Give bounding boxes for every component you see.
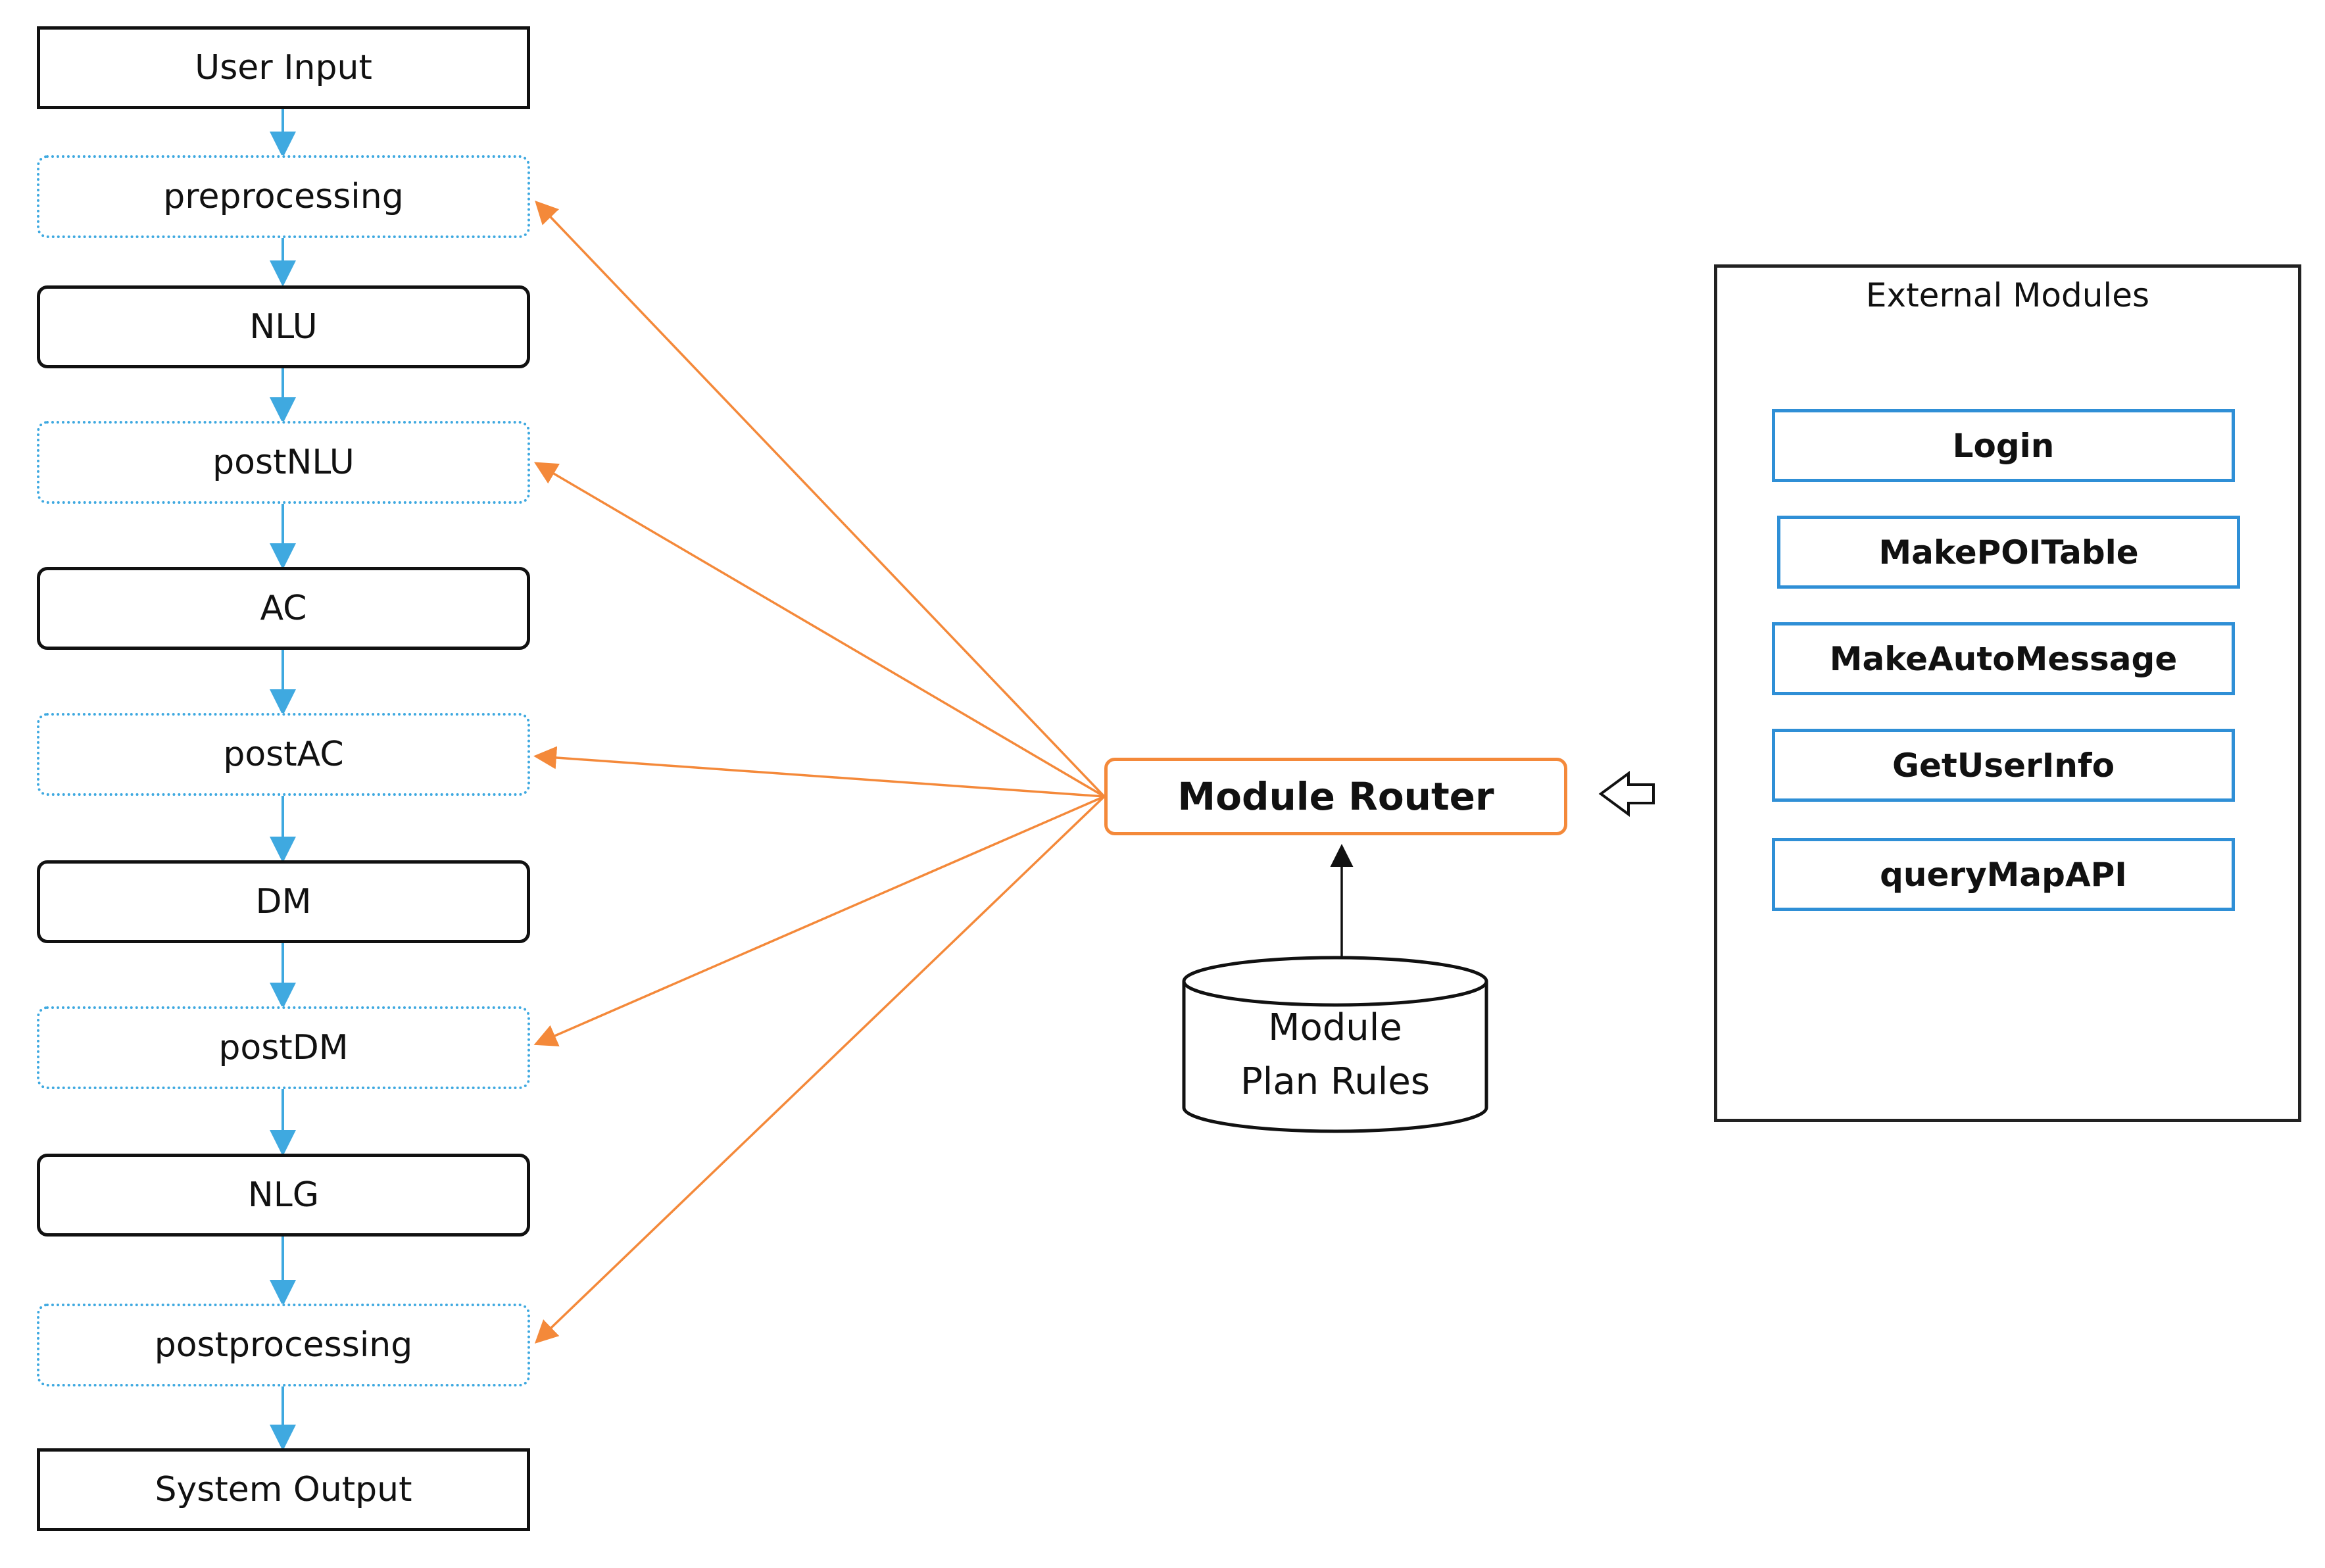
external-to-router-arrow-icon: [1598, 771, 1655, 817]
external-module-makeautomessage: MakeAutoMessage: [1772, 622, 2235, 695]
user-input-box: User Input: [37, 26, 530, 109]
module-router-box: Module Router: [1104, 758, 1567, 835]
nlg-label: NLG: [247, 1175, 320, 1215]
rules-db-label-line1: Module: [1268, 1006, 1402, 1049]
router-arrow-postprocessing: [534, 795, 1106, 1344]
preprocessing-hook-box: preprocessing: [37, 155, 530, 238]
ac-label: AC: [260, 589, 307, 628]
postprocessing-hook-box: postprocessing: [37, 1304, 530, 1386]
external-module-makepoitable: MakePOITable: [1777, 516, 2240, 589]
postdm-hook-box: postDM: [37, 1006, 530, 1089]
external-module-login: Login: [1772, 409, 2235, 482]
nlg-module-box: NLG: [37, 1154, 530, 1237]
user-input-label: User Input: [195, 48, 372, 87]
postnlu-label: postNLU: [212, 443, 355, 482]
module-router-label: Module Router: [1177, 774, 1494, 819]
external-module-getuserinfo: GetUserInfo: [1772, 729, 2235, 802]
postac-label: postAC: [223, 735, 344, 774]
dm-module-box: DM: [37, 860, 530, 943]
external-modules-title: External Modules: [1865, 276, 2150, 314]
external-module-querymapapi: queryMapAPI: [1772, 838, 2235, 911]
external-module-label: Login: [1952, 426, 2055, 465]
dm-label: DM: [255, 882, 312, 921]
external-module-label: MakePOITable: [1878, 533, 2139, 572]
router-arrow-postnlu: [533, 462, 1105, 798]
postac-hook-box: postAC: [37, 713, 530, 796]
rules-database-icon: [1182, 956, 1488, 1133]
nlu-module-box: NLU: [37, 285, 530, 368]
router-arrow-postdm: [533, 795, 1105, 1046]
router-arrow-preprocessing: [535, 200, 1106, 798]
system-output-box: System Output: [37, 1448, 530, 1531]
postnlu-hook-box: postNLU: [37, 421, 530, 504]
ac-module-box: AC: [37, 567, 530, 650]
external-module-label: queryMapAPI: [1880, 855, 2127, 894]
nlu-label: NLU: [249, 307, 318, 347]
postdm-label: postDM: [218, 1028, 349, 1067]
router-arrow-postac: [533, 746, 1105, 798]
external-module-label: GetUserInfo: [1892, 746, 2115, 785]
external-module-label: MakeAutoMessage: [1829, 639, 2178, 678]
postprocessing-label: postprocessing: [154, 1325, 413, 1365]
system-output-label: System Output: [155, 1470, 412, 1509]
preprocessing-label: preprocessing: [163, 177, 404, 216]
rules-db-label-line2: Plan Rules: [1240, 1060, 1430, 1103]
